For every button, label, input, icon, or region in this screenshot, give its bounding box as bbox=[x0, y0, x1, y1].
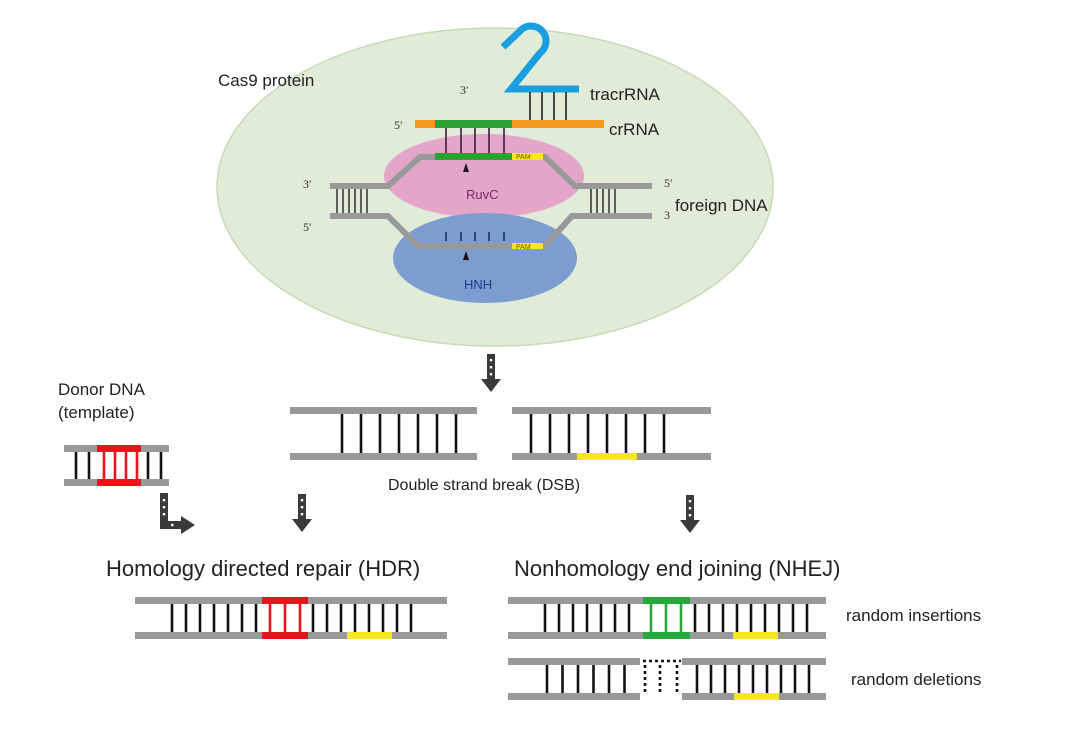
cas9-complex: Cas9 protein 3′ tracrRNA 5′ crRNA bbox=[216, 22, 774, 347]
dsb-left-fragment bbox=[290, 407, 477, 460]
hdr-repaired-dna bbox=[135, 597, 447, 639]
dsb-label: Double strand break (DSB) bbox=[388, 477, 580, 494]
foreign-dna-bottom-strand bbox=[330, 213, 652, 249]
hnh-cut-site-icon bbox=[463, 251, 469, 260]
ruvc-domain bbox=[384, 134, 584, 218]
target-green-segment bbox=[435, 153, 512, 160]
pam-bottom-label: PAM bbox=[516, 244, 531, 251]
donor-dna: Donor DNA (template) bbox=[58, 380, 169, 486]
dsb-pam-yellow bbox=[577, 453, 637, 460]
hdr-label: Homology directed repair (HDR) bbox=[106, 556, 420, 581]
dna-left-bottom-prime: 5′ bbox=[303, 220, 312, 234]
donor-red-rungs bbox=[102, 452, 139, 479]
cas9-protein-label: Cas9 protein bbox=[218, 71, 314, 90]
pam-bottom bbox=[512, 243, 543, 249]
foreign-dna-left-rungs bbox=[336, 189, 368, 213]
guide-target-pairs bbox=[445, 128, 505, 153]
dna-right-top-prime: 5′ bbox=[664, 176, 673, 190]
donor-red-top bbox=[97, 445, 141, 452]
dna-left-top-prime: 3′ bbox=[303, 177, 312, 191]
pam-top bbox=[512, 153, 543, 160]
arrow-to-hdr-icon bbox=[292, 494, 312, 532]
foreign-dna-label: foreign DNA bbox=[675, 196, 768, 215]
nhej-insertion-dna bbox=[508, 597, 826, 639]
dna-right-bottom-prime: 3 bbox=[664, 208, 670, 222]
random-deletions-label: random deletions bbox=[851, 670, 981, 689]
deleted-region-dotted bbox=[643, 659, 681, 693]
nhej-label: Nonhomology end joining (NHEJ) bbox=[514, 556, 841, 581]
crrna-guide-segment bbox=[435, 120, 512, 128]
hnh-rungs bbox=[445, 232, 505, 241]
foreign-dna-right-rungs bbox=[590, 189, 616, 213]
arrow-to-dsb-icon bbox=[481, 354, 501, 392]
donor-label-line1: Donor DNA bbox=[58, 380, 146, 399]
hnh-label: HNH bbox=[464, 277, 492, 292]
crrna-5prime-label: 5′ bbox=[394, 118, 403, 132]
tracrrna bbox=[500, 22, 579, 93]
donor-label-line2: (template) bbox=[58, 403, 135, 422]
pam-top-label: PAM bbox=[516, 154, 531, 161]
arrow-to-nhej-icon bbox=[680, 495, 700, 533]
ruvc-label: RuvC bbox=[466, 187, 499, 202]
tracrrna-label: tracrRNA bbox=[590, 85, 661, 104]
donor-red-bottom bbox=[97, 479, 141, 486]
nhej-deletion-dna bbox=[508, 658, 826, 700]
donor-to-hdr-arrow-icon bbox=[160, 493, 195, 534]
donor-rungs bbox=[74, 452, 163, 479]
hnh-domain bbox=[393, 213, 577, 303]
crrna-label: crRNA bbox=[609, 120, 660, 139]
random-insertions-label: random insertions bbox=[846, 606, 981, 625]
tracr-crrna-pairs bbox=[529, 92, 567, 120]
tracrrna-3prime-label: 3′ bbox=[460, 83, 469, 97]
ruvc-cut-site-icon bbox=[463, 163, 469, 172]
dsb-right-fragment bbox=[512, 407, 711, 460]
